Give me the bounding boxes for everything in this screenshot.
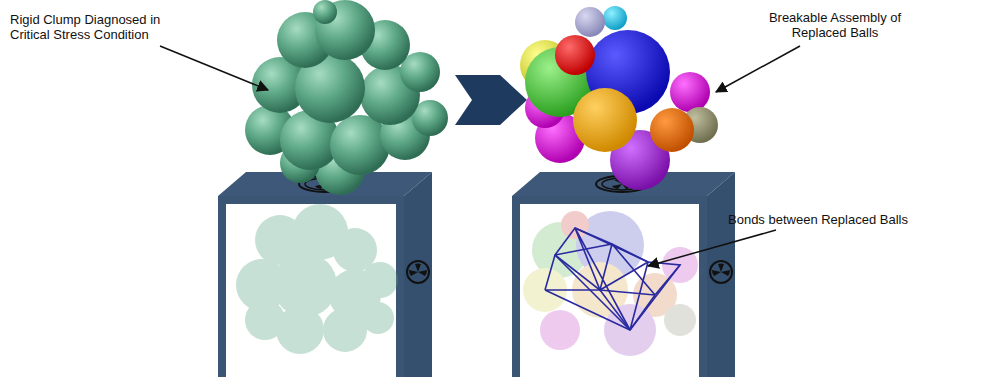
callout-label: Rigid Clump Diagnosed in Critical Stress… bbox=[10, 12, 185, 42]
right-container bbox=[512, 172, 735, 377]
transition-arrow bbox=[455, 75, 527, 125]
breakable-assembly bbox=[520, 6, 718, 190]
left-container bbox=[218, 172, 432, 377]
bond-network bbox=[545, 228, 680, 330]
callout-label: Breakable Assembly of Replaced Balls bbox=[755, 10, 915, 40]
callout-label: Bonds between Replaced Balls bbox=[728, 212, 908, 227]
leader-lines bbox=[160, 46, 800, 266]
rigid-clump bbox=[245, 0, 448, 195]
